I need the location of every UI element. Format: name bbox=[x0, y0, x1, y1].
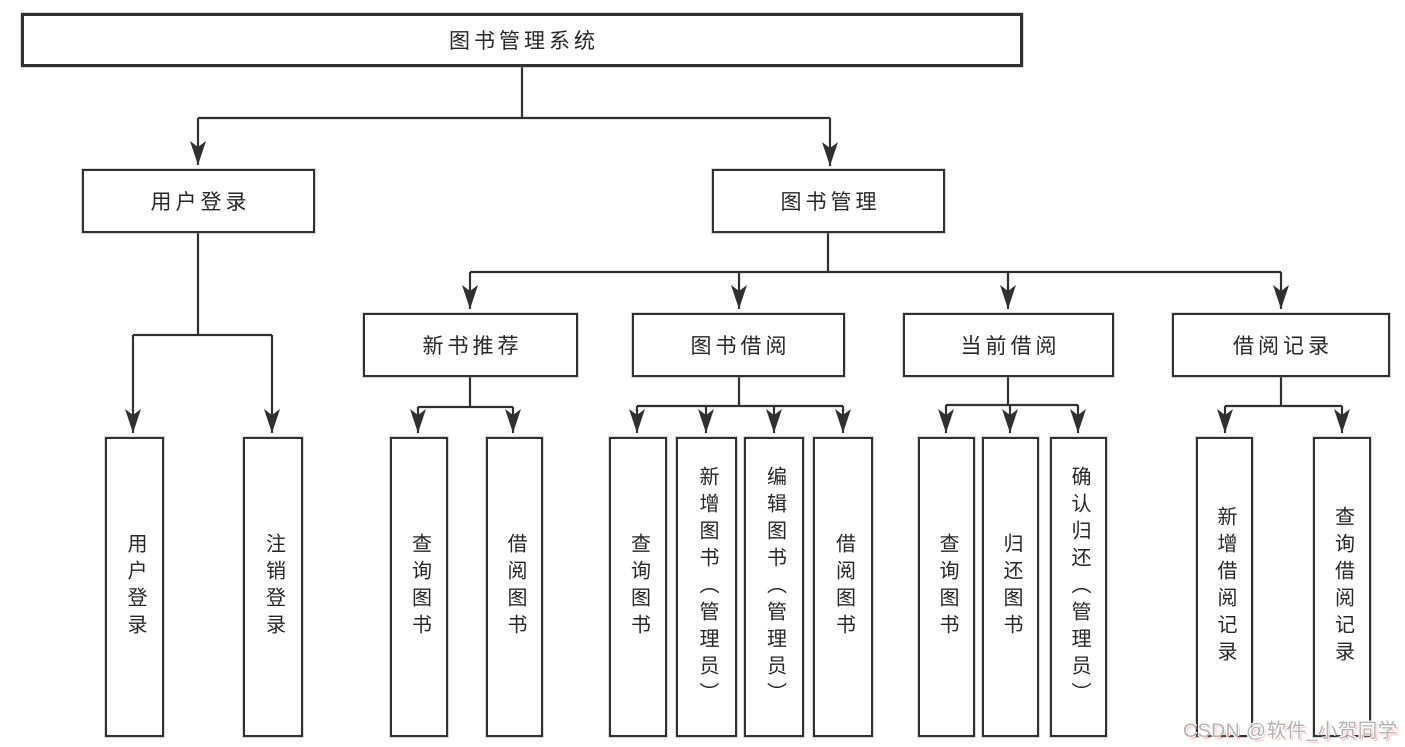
node-borrowing-records: 借阅记录 bbox=[1172, 313, 1390, 377]
node-new-book-recommendation: 新书推荐 bbox=[363, 313, 578, 377]
leaf-query-borrow-record: 查询借阅记录 bbox=[1313, 437, 1371, 737]
leaf-query-books-borrow: 查询图书 bbox=[609, 437, 667, 737]
leaf-query-books-recommend: 查询图书 bbox=[390, 437, 448, 737]
leaf-borrow-books: 借阅图书 bbox=[813, 437, 873, 737]
leaf-confirm-return-admin: 确认归还（管理员） bbox=[1050, 437, 1107, 737]
leaf-add-borrow-record: 新增借阅记录 bbox=[1196, 437, 1253, 737]
csdn-watermark: CSDN @软件_小贺同学 bbox=[1183, 720, 1398, 742]
leaf-return-book: 归还图书 bbox=[982, 437, 1039, 737]
arrow-connectors bbox=[125, 118, 1350, 433]
tree-trunk-lines bbox=[133, 67, 1342, 409]
leaf-logout: 注销登录 bbox=[243, 437, 303, 737]
leaf-add-book-admin: 新增图书（管理员） bbox=[676, 437, 737, 737]
node-book-borrowing: 图书借阅 bbox=[632, 313, 845, 377]
node-user-login: 用户登录 bbox=[82, 169, 315, 233]
leaf-edit-book-admin: 编辑图书（管理员） bbox=[744, 437, 804, 737]
node-current-borrowing: 当前借阅 bbox=[903, 313, 1114, 377]
leaf-borrow-books-recommend: 借阅图书 bbox=[486, 437, 543, 737]
leaf-user-login: 用户登录 bbox=[105, 437, 164, 737]
node-library-system-root: 图书管理系统 bbox=[21, 13, 1023, 67]
node-book-management: 图书管理 bbox=[712, 169, 945, 233]
leaf-query-books-current: 查询图书 bbox=[918, 437, 975, 737]
